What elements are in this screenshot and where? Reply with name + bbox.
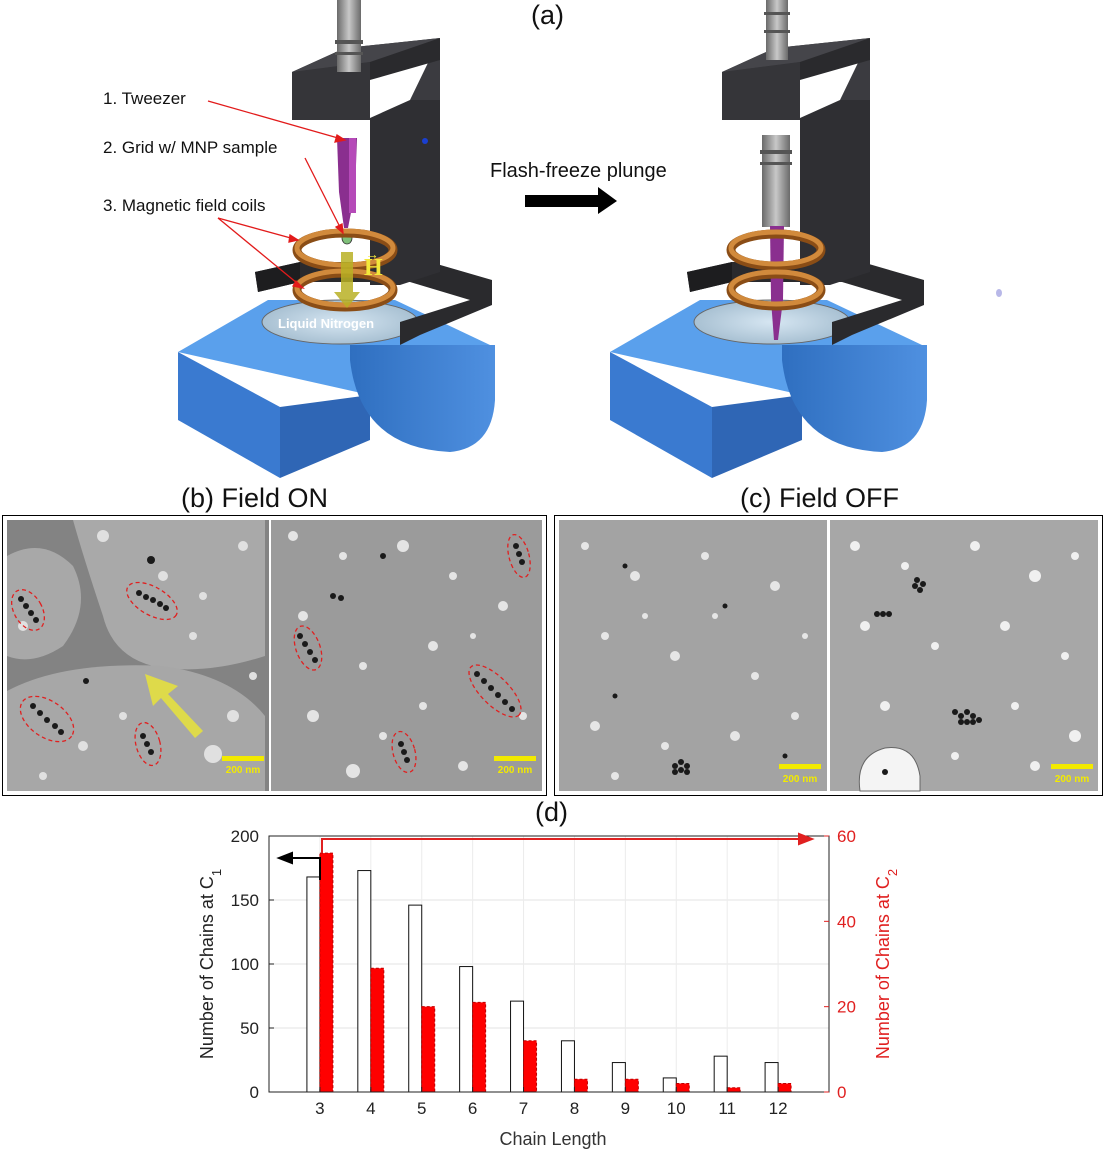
micrograph-field-on: 200 nm 200 nm (2, 515, 547, 796)
micrograph-field-off: 200 nm 200 nm (554, 515, 1103, 796)
field-symbol: H → (364, 248, 383, 281)
bar-c1-6 (459, 966, 474, 1093)
right-axis-indicator (321, 832, 815, 853)
y2-tick-label: 40 (837, 912, 856, 931)
plunge-label: Flash-freeze plunge (490, 160, 667, 182)
bar-c1-11 (713, 1055, 728, 1093)
apparatus-left (178, 0, 495, 478)
bar-c1-5 (408, 904, 423, 1093)
label-grid: 2. Grid w/ MNP sample (103, 138, 278, 157)
micrograph-on-svg: 200 nm 200 nm (7, 520, 542, 791)
bar-c2-3 (319, 852, 334, 1093)
x-tick-label: 4 (366, 1099, 375, 1118)
chain-length-chart: 0 50 100 150 200 0 20 40 60 3 4 5 6 7 8 9 10 11 12 Chain L… (197, 827, 900, 1149)
y-tick-label: 50 (240, 1019, 259, 1038)
plunger-rod (337, 0, 361, 72)
micrograph-off-svg: 200 nm 200 nm (559, 520, 1098, 792)
y2-axis-label: Number of Chains at C2 (873, 869, 900, 1059)
x-tick-label: 5 (417, 1099, 426, 1118)
label-coils: 3. Magnetic field coils (103, 196, 266, 215)
y-tick-label: 150 (231, 891, 259, 910)
stage-plate (255, 262, 492, 345)
y-tick-label: 200 (231, 827, 259, 846)
bar-c1-3 (306, 876, 321, 1093)
bar-c2-8 (573, 1078, 588, 1093)
x-tick-label: 7 (519, 1099, 528, 1118)
apparatus-right (610, 0, 1002, 478)
x-tick-label: 10 (667, 1099, 686, 1118)
scale-bar-b1: 200 nm (226, 765, 261, 776)
callout-lines (207, 100, 347, 290)
scale-bar-b2: 200 nm (498, 765, 533, 776)
y-tick-label: 0 (250, 1083, 259, 1102)
liquid-nitrogen-label: Liquid Nitrogen (278, 316, 375, 331)
y2-tick-label: 60 (837, 827, 856, 846)
bar-c2-12 (777, 1082, 792, 1093)
bar-c2-7 (523, 1040, 538, 1093)
panel-b-label: (b) Field ON (181, 483, 329, 513)
plunge-arrow (525, 187, 617, 214)
dewar-front (178, 352, 280, 478)
bar-c2-9 (624, 1078, 639, 1093)
chart-ticks: 0 50 100 150 200 0 20 40 60 3 4 5 6 7 8 9 10 11 12 (231, 827, 856, 1118)
x-tick-label: 6 (468, 1099, 477, 1118)
panel-d-label: (d) (535, 797, 568, 827)
scale-bar-c2: 200 nm (1055, 774, 1090, 785)
x-tick-label: 3 (315, 1099, 324, 1118)
x-tick-label: 8 (570, 1099, 579, 1118)
label-tweezer: 1. Tweezer (103, 89, 186, 108)
bar-c2-6 (472, 1001, 487, 1093)
field-arrow (334, 252, 360, 308)
y-tick-label: 100 (231, 955, 259, 974)
bar-c2-11 (726, 1087, 741, 1093)
bar-c2-10 (675, 1082, 690, 1093)
left-axis-indicator (276, 851, 321, 880)
bar-c1-9 (611, 1062, 626, 1093)
y-axis-label: Number of Chains at C1 (197, 869, 224, 1059)
y2-tick-label: 0 (837, 1083, 846, 1102)
chart-bars (306, 852, 792, 1093)
apparatus-diagram (178, 0, 1002, 478)
bar-c1-8 (560, 1040, 575, 1093)
bar-c2-4 (370, 967, 385, 1093)
x-tick-label: 9 (621, 1099, 630, 1118)
bar-c1-10 (662, 1077, 677, 1093)
panel-c-label: (c) Field OFF (740, 483, 899, 513)
bar-c1-12 (764, 1062, 779, 1093)
chart-gridlines (269, 835, 829, 1093)
bar-c1-4 (357, 870, 372, 1093)
x-axis-label: Chain Length (499, 1129, 606, 1149)
y2-tick-label: 20 (837, 998, 856, 1017)
field-direction-arrow (145, 674, 203, 738)
x-tick-label: 11 (718, 1099, 736, 1118)
panel-a-label: (a) (531, 0, 564, 30)
bar-c2-5 (421, 1006, 436, 1093)
scale-bar-c1: 200 nm (783, 774, 818, 785)
bar-c1-7 (510, 1000, 525, 1093)
x-tick-label: 12 (769, 1099, 788, 1118)
